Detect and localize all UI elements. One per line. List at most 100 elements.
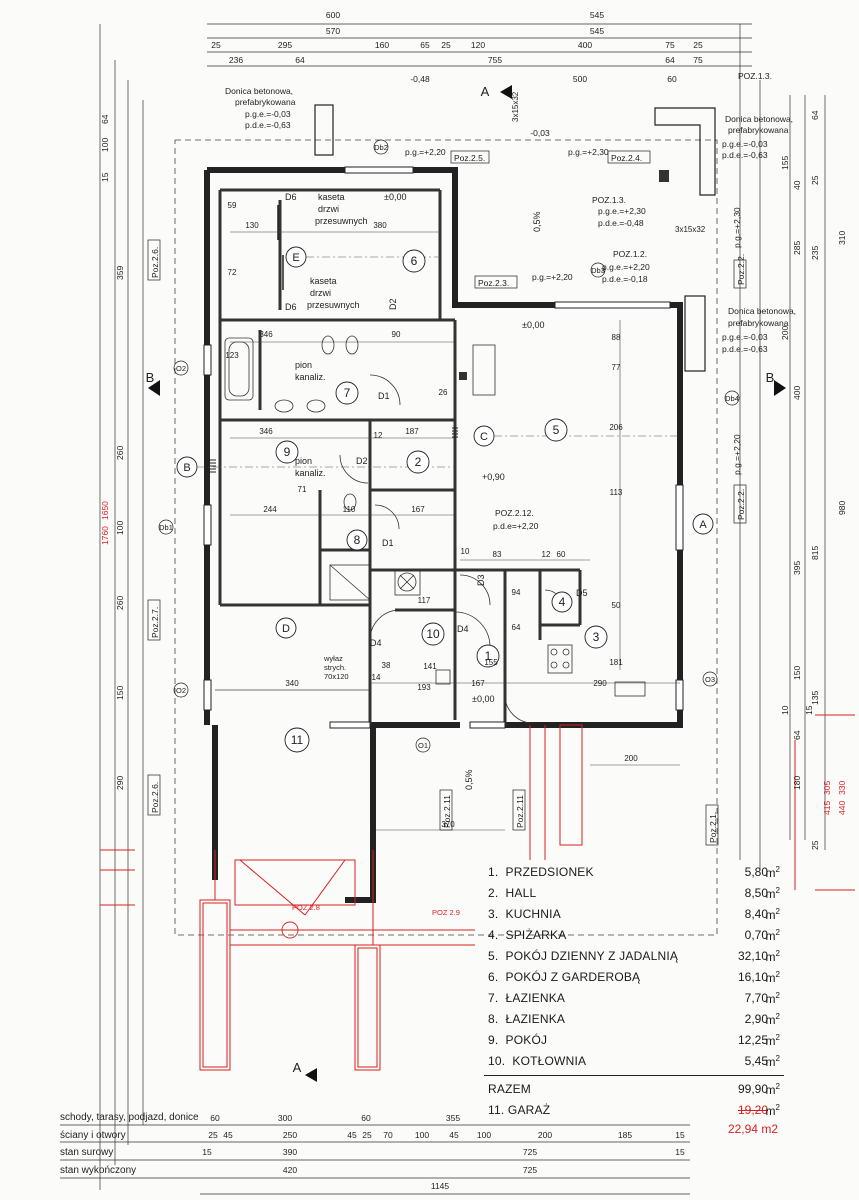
svg-text:100: 100 xyxy=(477,1130,491,1140)
svg-text:200: 200 xyxy=(780,326,790,340)
svg-text:346: 346 xyxy=(259,330,273,339)
window-tags: O2 O2 Db1 Db2 Db3 Db4 O1 O3 xyxy=(158,139,740,753)
svg-text:D2: D2 xyxy=(356,456,368,466)
svg-text:POZ 2.8: POZ 2.8 xyxy=(292,903,320,912)
svg-text:±0,00: ±0,00 xyxy=(472,694,494,704)
svg-text:Poz.2.6.: Poz.2.6. xyxy=(150,247,160,278)
svg-text:D6: D6 xyxy=(285,192,297,202)
svg-text:65: 65 xyxy=(420,40,430,50)
svg-text:p.g.e.=-0,03: p.g.e.=-0,03 xyxy=(245,109,291,119)
svg-text:290: 290 xyxy=(593,679,607,688)
room-11-number: 11 xyxy=(291,733,304,747)
svg-text:Db2: Db2 xyxy=(374,143,388,152)
svg-text:64: 64 xyxy=(100,114,110,124)
hatches xyxy=(206,427,458,473)
section-a-bottom: A xyxy=(293,1060,302,1075)
svg-text:Poz.2.11: Poz.2.11 xyxy=(442,795,452,828)
svg-text:50: 50 xyxy=(612,601,621,610)
svg-text:815: 815 xyxy=(810,546,820,560)
svg-text:100: 100 xyxy=(115,521,125,535)
row-label-finished: stan wykończony xyxy=(60,1164,137,1176)
sliding-doors xyxy=(277,205,284,290)
svg-text:310: 310 xyxy=(837,231,847,245)
svg-text:Donica betonowa,: Donica betonowa, xyxy=(225,86,293,96)
svg-text:415: 415 xyxy=(822,801,832,815)
svg-text:prefabrykowana: prefabrykowana xyxy=(235,97,296,107)
room-1-number: 1 xyxy=(485,649,492,663)
room-4-number: 4 xyxy=(559,595,566,609)
row-label-walls: ściany i otwory xyxy=(60,1129,126,1141)
svg-text:59: 59 xyxy=(228,201,237,210)
svg-text:Poz.2.2.: Poz.2.2. xyxy=(736,489,746,520)
donica-label-1: Donica betonowa, prefabrykowana p.g.e.=-… xyxy=(225,86,296,130)
room-8-number: 8 xyxy=(354,533,361,547)
poz-boxes: Poz.2.5. Poz.2.4. Poz.2.3. POZ.1.3. POZ.… xyxy=(147,147,747,917)
svg-text:180: 180 xyxy=(792,776,802,790)
svg-text:przesuwnych: przesuwnych xyxy=(307,300,360,310)
svg-text:340: 340 xyxy=(285,679,299,688)
eaves-outline xyxy=(174,139,718,936)
svg-text:p.g.=+2,30: p.g.=+2,30 xyxy=(732,207,742,248)
svg-text:380: 380 xyxy=(373,221,387,230)
door-swings xyxy=(339,374,564,724)
svg-text:Db1: Db1 xyxy=(159,523,173,532)
svg-text:±0,00: ±0,00 xyxy=(522,320,544,330)
svg-text:Db3: Db3 xyxy=(591,266,605,275)
red-overlay xyxy=(100,714,855,1071)
svg-text:POZ 2.9: POZ 2.9 xyxy=(432,908,460,917)
svg-text:Poz.2.7.: Poz.2.7. xyxy=(150,607,160,638)
svg-text:E: E xyxy=(292,252,299,264)
svg-text:POZ.1.3.: POZ.1.3. xyxy=(738,71,772,81)
svg-text:500: 500 xyxy=(573,74,587,84)
svg-text:Poz.2.11: Poz.2.11 xyxy=(515,795,525,828)
red-circle xyxy=(281,921,299,939)
planters xyxy=(314,104,716,372)
svg-text:10: 10 xyxy=(780,705,790,715)
svg-text:A: A xyxy=(699,519,707,531)
svg-text:drzwi: drzwi xyxy=(310,288,331,298)
left-dim-text: 64 100 15 359 260 100 260 150 290 1650 1… xyxy=(100,114,125,790)
svg-text:206: 206 xyxy=(609,423,623,432)
svg-text:75: 75 xyxy=(693,55,703,65)
svg-text:prefabrykowana: prefabrykowana xyxy=(728,318,789,328)
svg-text:3x15x32: 3x15x32 xyxy=(511,91,520,122)
svg-text:Poz.2.4.: Poz.2.4. xyxy=(611,153,642,163)
svg-text:Donica betonowa,: Donica betonowa, xyxy=(725,114,793,124)
svg-text:150: 150 xyxy=(792,666,802,680)
columns xyxy=(459,170,669,380)
svg-text:100: 100 xyxy=(100,138,110,152)
svg-text:B: B xyxy=(766,370,775,385)
svg-text:Poz.2.3.: Poz.2.3. xyxy=(478,278,509,288)
svg-text:Db4: Db4 xyxy=(725,394,739,403)
svg-text:725: 725 xyxy=(523,1147,537,1157)
dimension-row-labels: schody, tarasy, podjazd, donice ściany i… xyxy=(60,1112,199,1182)
svg-text:-0,03: -0,03 xyxy=(530,128,550,138)
dim-600: 600 xyxy=(326,10,340,20)
svg-text:p.d.e.=-0,63: p.d.e.=-0,63 xyxy=(722,150,768,160)
svg-text:POZ.1.3.: POZ.1.3. xyxy=(592,195,626,205)
svg-text:D5: D5 xyxy=(576,588,588,598)
dim-570: 570 xyxy=(326,26,340,36)
svg-text:10: 10 xyxy=(461,547,470,556)
svg-text:235: 235 xyxy=(810,246,820,260)
svg-text:D4: D4 xyxy=(370,638,382,648)
svg-text:Donica betonowa,: Donica betonowa, xyxy=(728,306,796,316)
row-label-raw: stan surowy xyxy=(60,1147,114,1158)
schedule-garage-corrected: 22,94 m2 xyxy=(727,1122,778,1136)
svg-text:70x120: 70x120 xyxy=(324,672,349,681)
svg-text:185: 185 xyxy=(618,1130,632,1140)
room-9-number: 9 xyxy=(284,445,291,459)
svg-text:305: 305 xyxy=(822,781,832,795)
donica-label-2: Donica betonowa, prefabrykowana p.g.e.=-… xyxy=(722,114,793,160)
room-7-number: 7 xyxy=(344,386,351,400)
svg-text:395: 395 xyxy=(792,561,802,575)
svg-text:130: 130 xyxy=(245,221,259,230)
svg-text:141: 141 xyxy=(423,662,437,671)
svg-text:110: 110 xyxy=(343,505,356,514)
svg-text:POZ.2.12.: POZ.2.12. xyxy=(495,508,534,518)
svg-text:D1: D1 xyxy=(378,391,390,401)
svg-text:15: 15 xyxy=(804,705,814,715)
